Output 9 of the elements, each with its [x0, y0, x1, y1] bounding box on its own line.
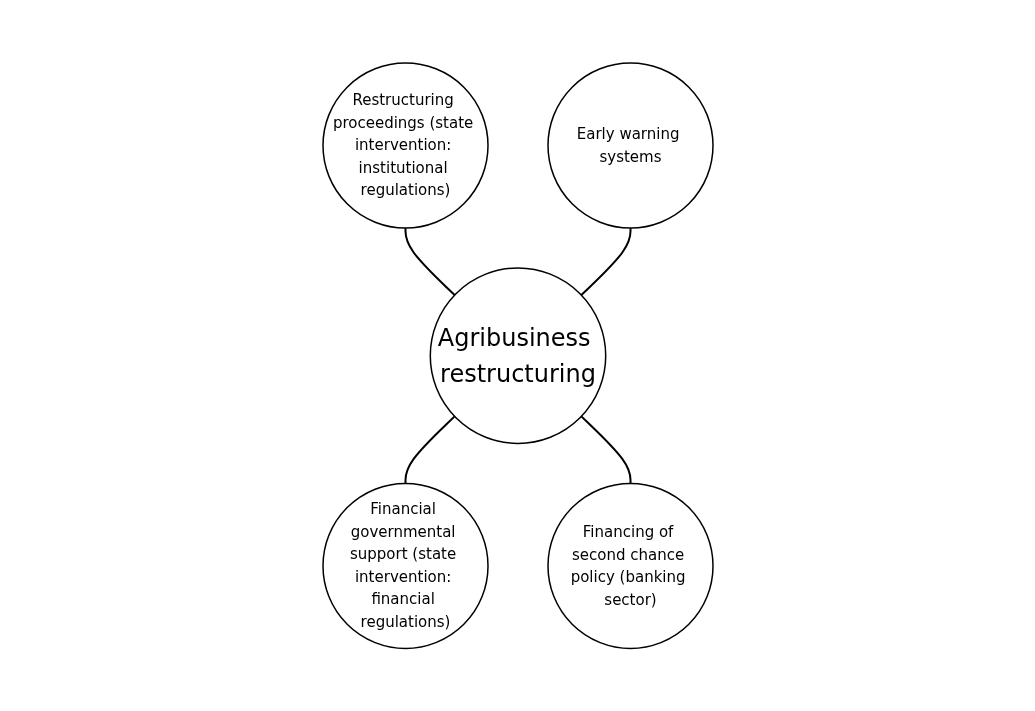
node-circle: Agribusiness restructuring — [429, 267, 606, 444]
connector — [404, 415, 456, 485]
connector — [579, 226, 631, 296]
node-circle: Early warning systems — [546, 62, 714, 229]
node-circle: Financial governmental support (state intervention: financial regulations) — [321, 482, 489, 649]
node-circle: Financing of second chance policy (banking sector) — [546, 482, 714, 649]
connector — [579, 415, 631, 485]
node-circle: Restructuring proceedings (state intervention: institutional regulations) — [321, 62, 489, 229]
connector — [404, 226, 456, 296]
